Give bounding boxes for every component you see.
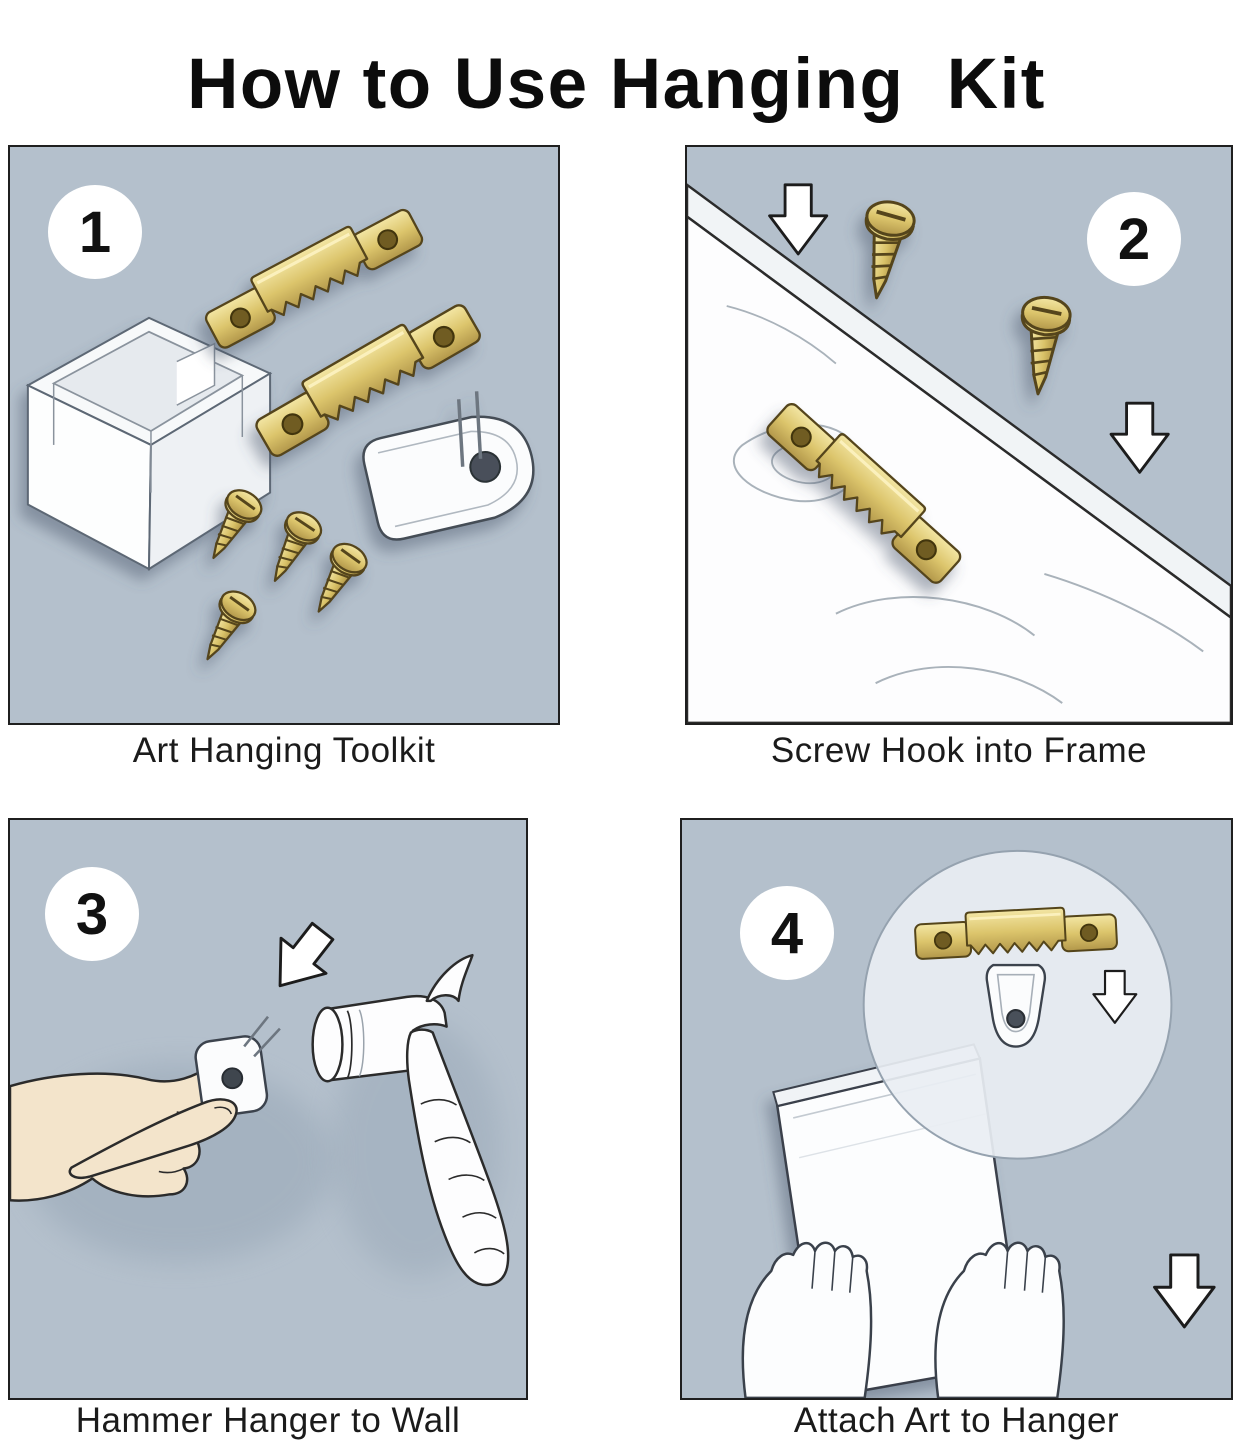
step-panel-4: 4 (680, 818, 1233, 1400)
panel1-illustration (25, 196, 535, 670)
pin-icon (243, 1015, 281, 1058)
hammer-illustration (311, 953, 510, 1287)
down-arrow-icon (768, 183, 829, 256)
step-caption-3: Hammer Hanger to Wall (75, 1401, 461, 1440)
panel3-illustration (10, 912, 510, 1287)
pin-icon (456, 399, 465, 467)
screw-icon (851, 196, 919, 304)
panel4-illustration (741, 849, 1216, 1398)
thumb (68, 1098, 238, 1179)
screw-icon (1012, 293, 1074, 399)
page-title: How to Use Hanging Kit (187, 44, 1046, 124)
screw-icon (190, 584, 262, 670)
screw-icon (257, 505, 328, 591)
wall-hook-illustration (194, 1015, 281, 1118)
step-panel-1: 1 (8, 145, 560, 725)
plastic-hook-illustration (362, 391, 535, 541)
step-badge-1: 1 (48, 185, 142, 279)
left-hand-illustration (741, 1241, 873, 1398)
step-panel-2: 2 (685, 145, 1233, 725)
step-caption-4: Attach Art to Hanger (793, 1401, 1120, 1440)
step-badge-4: 4 (740, 886, 834, 980)
step-panel-3: 3 (8, 818, 528, 1400)
down-arrow-icon (256, 912, 347, 1005)
step-caption-2: Screw Hook into Frame (770, 731, 1148, 770)
right-hand-illustration (934, 1241, 1065, 1398)
step-caption-1: Art Hanging Toolkit (132, 731, 436, 770)
step-badge-3: 3 (45, 867, 139, 961)
screw-icon (301, 536, 374, 623)
step-badge-2: 2 (1087, 192, 1181, 286)
pin-icon (474, 391, 483, 459)
down-arrow-icon (1153, 1253, 1216, 1329)
sawtooth-hanger-icon (197, 196, 427, 352)
panel2-illustration (687, 183, 1231, 723)
down-arrow-icon (1109, 401, 1170, 474)
wood-board-illustration (687, 183, 1231, 723)
storage-case-illustration (25, 316, 273, 571)
